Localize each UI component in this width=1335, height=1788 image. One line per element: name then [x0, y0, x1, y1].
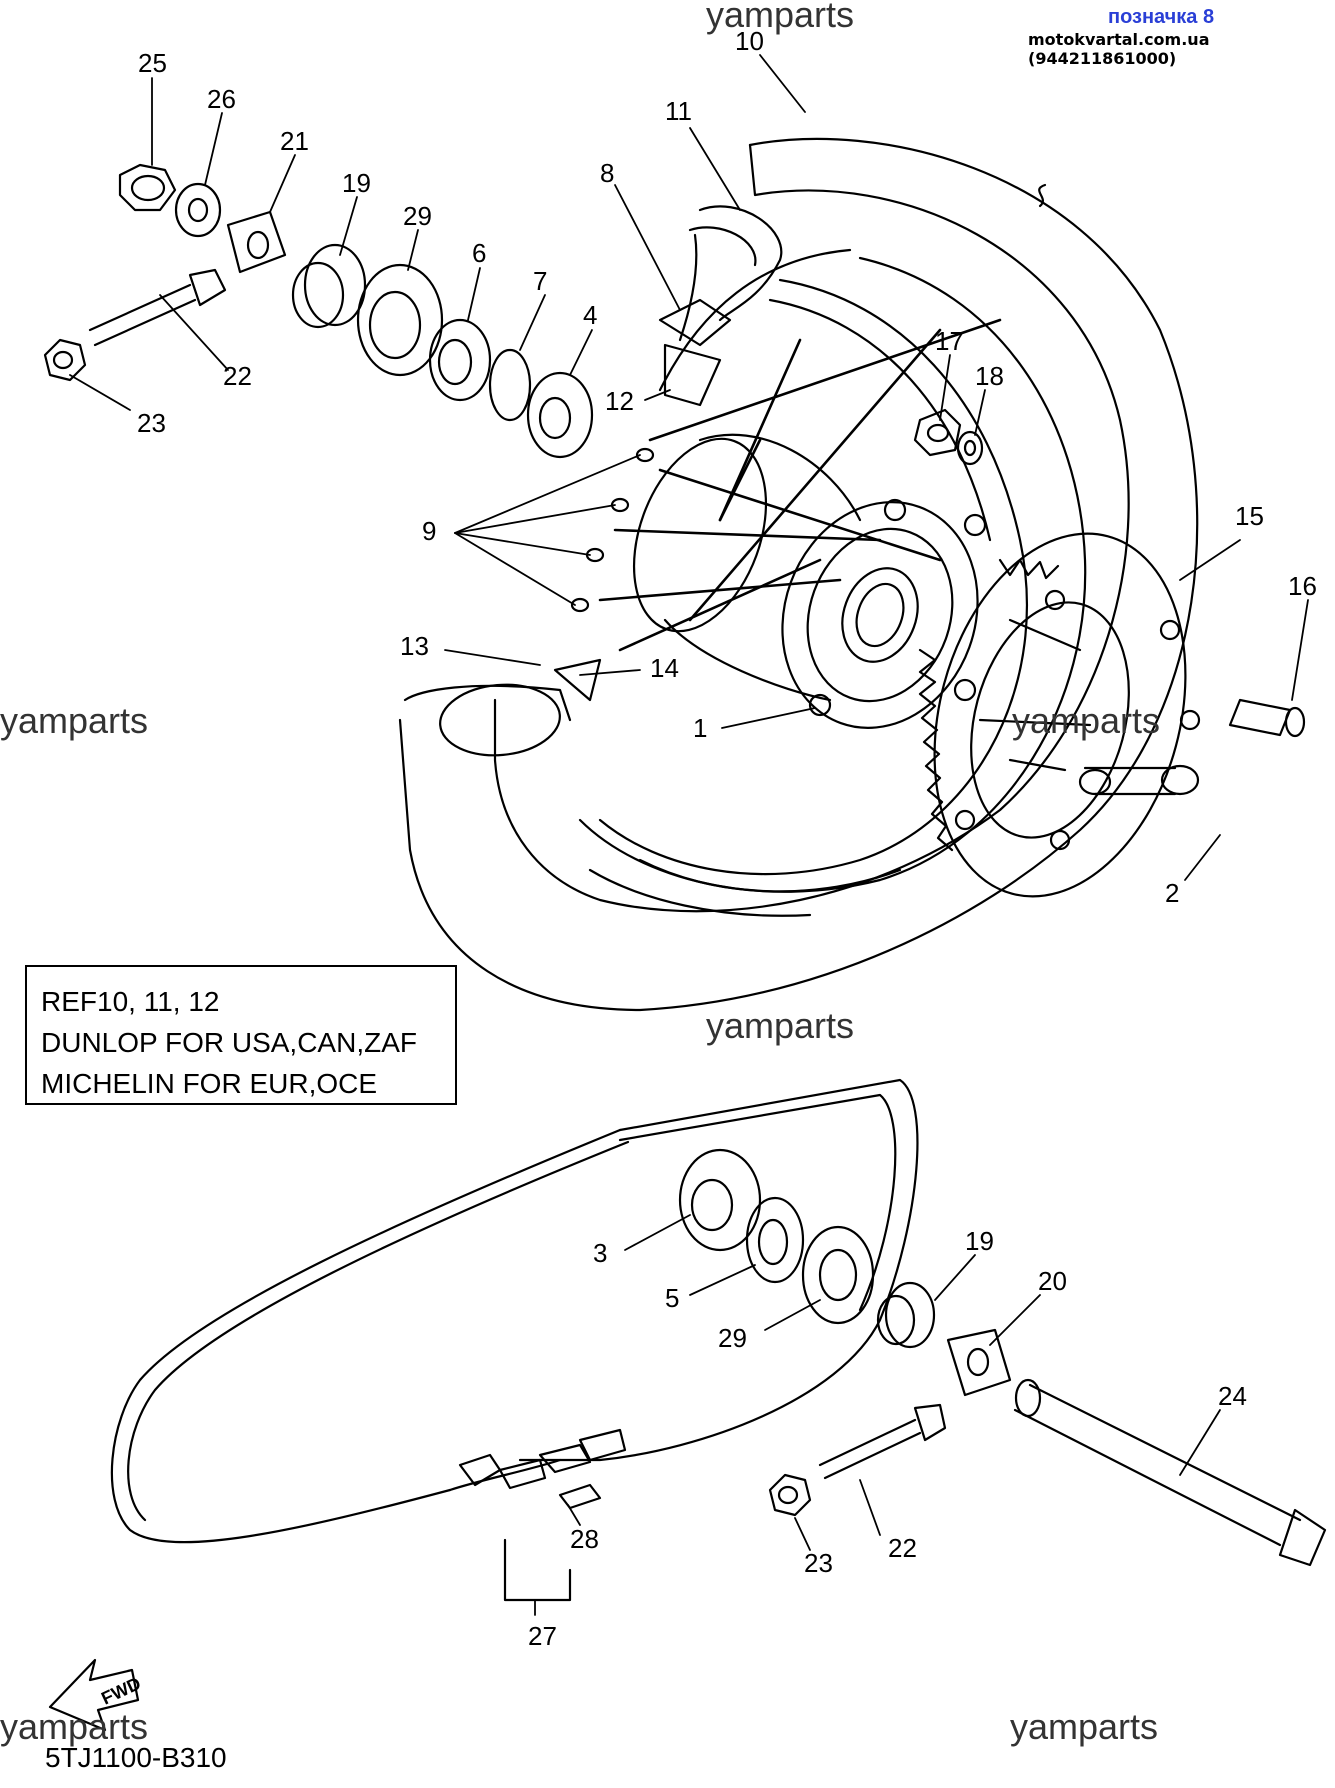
- hub: [632, 433, 987, 729]
- callout-1: 1: [693, 713, 707, 743]
- callout-22: 22: [223, 361, 252, 391]
- spacer: [1078, 764, 1200, 796]
- tire-note-box: REF10, 11, 12 DUNLOP FOR USA,CAN,ZAF MIC…: [25, 965, 457, 1105]
- tire: [398, 137, 1199, 1012]
- callout-2: 2: [1165, 878, 1179, 908]
- callout-5: 5: [665, 1283, 679, 1313]
- spokes: [598, 318, 1002, 652]
- site-credit: motokvartal.com.ua (944211861000): [1028, 30, 1210, 68]
- fwd-arrow-icon: [48, 1658, 140, 1732]
- rim-band: [658, 298, 732, 407]
- callout-26: 26: [207, 84, 236, 114]
- watermark: yamparts: [706, 0, 855, 35]
- callout-3: 3: [593, 1238, 607, 1268]
- note-line: DUNLOP FOR USA,CAN,ZAF: [41, 1027, 417, 1058]
- nut-washer: [913, 408, 984, 466]
- callout-10: 10: [735, 26, 764, 56]
- rim: [598, 278, 1028, 893]
- leader-lines: [69, 54, 1309, 1616]
- callout-11: 11: [665, 96, 692, 126]
- callout-16: 16: [1288, 571, 1317, 601]
- callout-19b: 19: [965, 1226, 994, 1256]
- axle-lines: [978, 618, 1092, 772]
- sprocket-bolt: [1228, 698, 1306, 738]
- callout-25: 25: [138, 48, 167, 78]
- watermark: yamparts: [706, 1005, 855, 1046]
- callout-23b: 23: [804, 1548, 833, 1578]
- page-title: позначка 8: [1108, 6, 1215, 28]
- callout-20: 20: [1038, 1266, 1067, 1296]
- callout-28: 28: [570, 1524, 599, 1554]
- callout-27: 27: [528, 1621, 557, 1651]
- callout-15: 15: [1235, 501, 1264, 531]
- watermark: yamparts: [0, 1706, 149, 1747]
- callout-22b: 22: [888, 1533, 917, 1563]
- callout-9: 9: [422, 516, 436, 546]
- callout-18: 18: [975, 361, 1004, 391]
- note-line: MICHELIN FOR EUR,OCE: [41, 1068, 378, 1099]
- callout-17: 17: [935, 326, 964, 356]
- callout-13: 13: [400, 631, 429, 661]
- callout-29: 29: [403, 201, 432, 231]
- callout-23: 23: [137, 408, 166, 438]
- diagram-code: 5TJ1100-B310: [45, 1742, 227, 1773]
- callout-7: 7: [533, 266, 547, 296]
- callout-24: 24: [1218, 1381, 1247, 1411]
- watermark: yamparts: [0, 700, 149, 741]
- callout-8: 8: [600, 158, 614, 188]
- watermark: yamparts: [1012, 700, 1161, 741]
- callout-14: 14: [650, 653, 679, 683]
- inner-tube: [678, 205, 783, 342]
- callout-6: 6: [472, 238, 486, 268]
- watermark: yamparts: [1010, 1706, 1159, 1747]
- callout-12: 12: [605, 386, 634, 416]
- note-line: REF10, 11, 12: [41, 986, 220, 1017]
- callout-29b: 29: [718, 1323, 747, 1353]
- drive-chain: [110, 1078, 919, 1544]
- sprocket: [918, 532, 1201, 898]
- callout-4: 4: [583, 300, 597, 330]
- callout-19: 19: [342, 168, 371, 198]
- callout-21: 21: [280, 126, 309, 156]
